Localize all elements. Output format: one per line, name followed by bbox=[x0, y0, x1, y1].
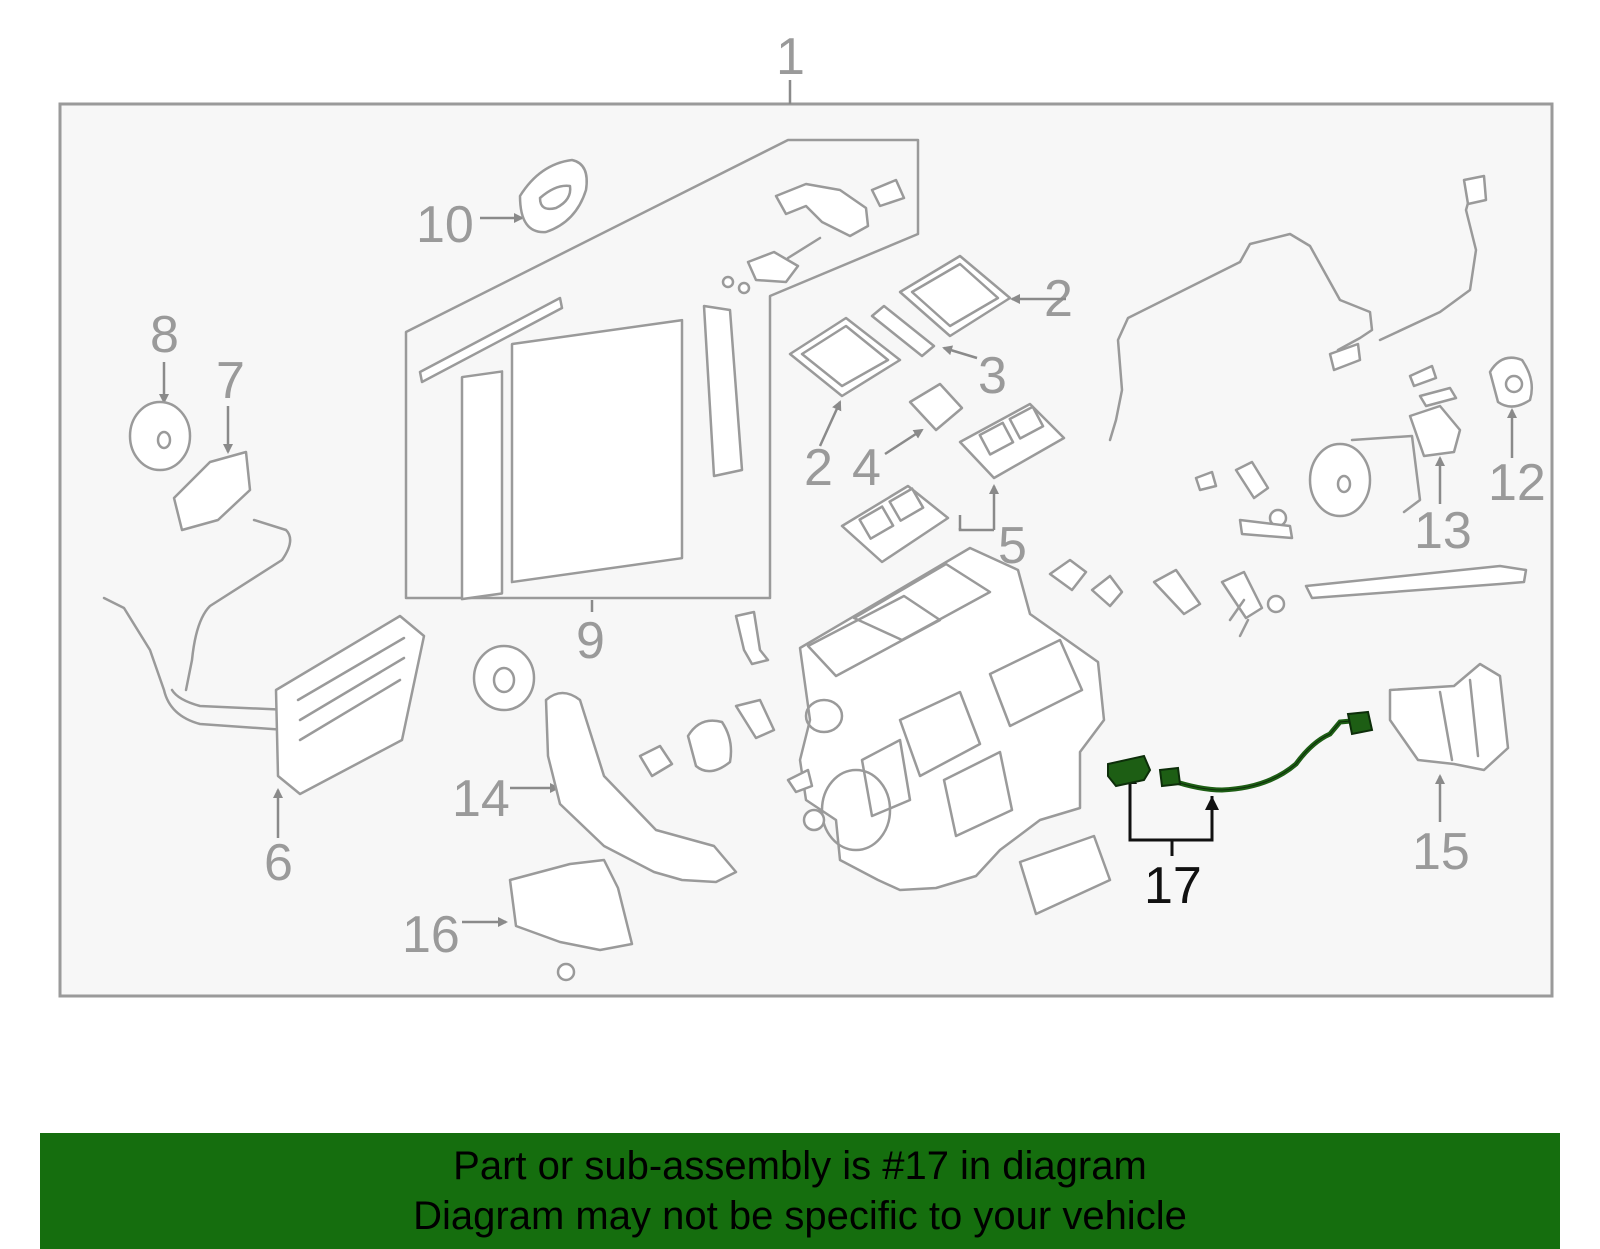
callout-7: 7 bbox=[216, 352, 245, 410]
small-clip-a bbox=[1194, 470, 1218, 492]
linkage-lever bbox=[1220, 570, 1264, 620]
linkage-arm bbox=[1152, 568, 1202, 616]
callout-15: 15 bbox=[1412, 823, 1470, 881]
evaporator-seal-front bbox=[460, 370, 504, 601]
hvac-case bbox=[798, 546, 1106, 892]
mount-bracket bbox=[638, 744, 674, 778]
line-fitting bbox=[746, 250, 800, 284]
cabin-filter-bottom bbox=[788, 316, 902, 398]
banner-line-2: Diagram may not be specific to your vehi… bbox=[413, 1194, 1187, 1238]
linkage-bolt bbox=[1048, 558, 1088, 592]
callout-4: 4 bbox=[852, 439, 881, 497]
callout-10: 10 bbox=[416, 196, 474, 254]
heater-pipe-upper bbox=[184, 518, 292, 692]
callout-16: 16 bbox=[402, 906, 460, 964]
valve-bolt bbox=[870, 178, 906, 208]
harness-connector bbox=[1328, 342, 1362, 372]
air-mix-actuator bbox=[1488, 356, 1533, 408]
wiring-harness bbox=[1108, 232, 1374, 442]
highlighted-part-17 bbox=[1107, 710, 1374, 793]
wire-harness-17-end bbox=[1346, 710, 1374, 736]
evaporator-core bbox=[510, 318, 684, 584]
expansion-valve bbox=[774, 182, 870, 238]
callout-6: 6 bbox=[264, 834, 293, 892]
clip-left bbox=[786, 768, 814, 794]
case-clip bbox=[1018, 834, 1112, 916]
callout-3: 3 bbox=[978, 347, 1007, 405]
blower-bracket bbox=[172, 450, 252, 532]
mode-motor-gear bbox=[472, 644, 536, 712]
heater-core bbox=[274, 614, 426, 796]
callout-13: 13 bbox=[1414, 502, 1472, 560]
foot-duct bbox=[1388, 662, 1510, 772]
clip-small bbox=[734, 698, 776, 740]
wire-harness-17-connector bbox=[1107, 754, 1152, 788]
evaporator-seal-side bbox=[702, 304, 744, 478]
door-lever bbox=[1234, 460, 1270, 500]
evaporator-seal-top bbox=[418, 296, 564, 384]
linkage-clip bbox=[1090, 574, 1124, 608]
screw-13 bbox=[1418, 386, 1458, 408]
callout-14: 14 bbox=[452, 770, 510, 828]
temperature-sensor bbox=[734, 610, 770, 666]
screw-top bbox=[1408, 364, 1438, 388]
callout-9: 9 bbox=[576, 612, 605, 670]
callout-17: 17 bbox=[1144, 857, 1202, 915]
duct-clip bbox=[908, 382, 964, 432]
banner-line-1: Part or sub-assembly is #17 in diagram bbox=[453, 1144, 1147, 1188]
callout-8: 8 bbox=[150, 306, 179, 364]
callout-12: 12 bbox=[1488, 454, 1546, 512]
wire-harness-17-plug bbox=[1158, 766, 1182, 788]
grommet bbox=[518, 158, 588, 234]
floor-duct bbox=[544, 691, 738, 884]
harness-plug bbox=[1462, 174, 1488, 206]
door-rod bbox=[1304, 564, 1528, 600]
callout-2-bottom: 2 bbox=[804, 439, 833, 497]
cabin-filter-top bbox=[898, 254, 1012, 338]
filter-cover bbox=[870, 304, 936, 358]
rear-duct-bracket bbox=[508, 858, 634, 952]
callout-1: 1 bbox=[776, 28, 805, 86]
actuator-motor bbox=[686, 719, 733, 773]
info-banner: Part or sub-assembly is #17 in diagram D… bbox=[40, 1133, 1560, 1249]
resistor bbox=[1408, 404, 1462, 458]
door-link bbox=[1238, 518, 1294, 540]
